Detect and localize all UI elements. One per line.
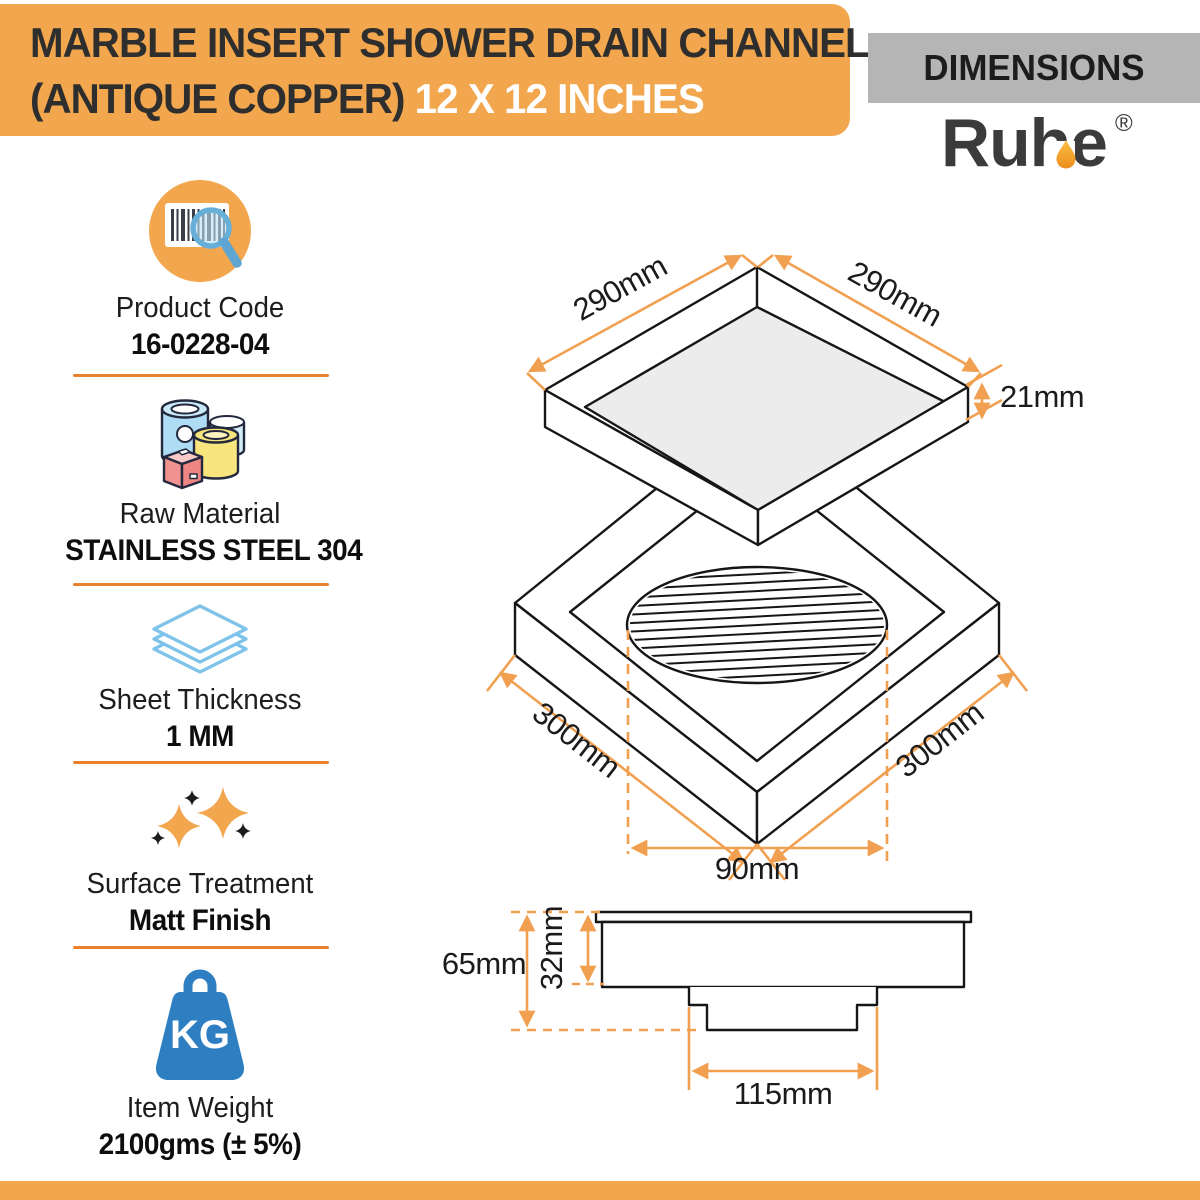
spec-label: Item Weight	[126, 1092, 274, 1124]
title-banner: MARBLE INSERT SHOWER DRAIN CHANNEL (ANTI…	[0, 4, 870, 136]
barcode-search-icon	[55, 176, 345, 284]
section-divider	[73, 374, 329, 377]
water-drop-icon	[1056, 140, 1076, 169]
spec-product-code: Product Code 16-0228-04	[55, 176, 345, 362]
spec-label: Product Code	[115, 292, 285, 324]
brand-logo: Ruhe ®	[935, 103, 1165, 183]
spec-value: 1 MM	[166, 720, 234, 753]
spec-value: 16-0228-04	[130, 328, 270, 361]
spec-label: Surface Treatment	[86, 868, 314, 900]
spec-surface-treatment: Surface Treatment Matt Finish	[55, 784, 345, 938]
section-divider	[73, 946, 329, 949]
spec-label: Raw Material	[119, 498, 281, 530]
registered-mark: ®	[1115, 110, 1133, 137]
dimensions-band: DIMENSIONS	[868, 33, 1200, 103]
drain-grill-hatch	[625, 565, 889, 685]
brand-wordmark: Ruhe	[941, 105, 1107, 181]
product-variant: (ANTIQUE COPPER)	[30, 75, 405, 122]
product-size: 12 X 12 INCHES	[414, 75, 705, 122]
ruhe-logo-graphic: Ruhe ®	[941, 105, 1133, 181]
spec-value: 2100gms (± 5%)	[98, 1128, 302, 1161]
product-title: MARBLE INSERT SHOWER DRAIN CHANNEL (ANTI…	[30, 15, 870, 127]
spec-sheet-thickness: Sheet Thickness 1 MM	[55, 604, 345, 754]
dimension-drawing: 300mm 300mm 90mm 290mm 290mm 21mm	[442, 248, 1085, 1111]
side-profile-view	[594, 910, 973, 1032]
kg-icon-text: KG	[170, 1013, 230, 1057]
stacked-sheets-icon	[55, 604, 345, 676]
tray-rim-height-label: 21mm	[1000, 379, 1084, 414]
section-divider	[73, 761, 329, 764]
footer-accent-bar	[0, 1181, 1200, 1200]
profile-body-height-label: 32mm	[534, 906, 569, 990]
product-title-line2: (ANTIQUE COPPER) 12 X 12 INCHES	[30, 71, 808, 127]
tray-left-width-label: 290mm	[567, 248, 672, 328]
kg-weight-icon: KG	[55, 962, 345, 1084]
spec-item-weight: KG Item Weight 2100gms (± 5%)	[55, 962, 345, 1162]
product-title-line1: MARBLE INSERT SHOWER DRAIN CHANNEL	[30, 19, 870, 66]
spec-value: STAINLESS STEEL 304	[65, 534, 363, 567]
profile-outlet-width-label: 115mm	[734, 1076, 833, 1111]
tray-right-width-label: 290mm	[842, 254, 947, 334]
material-containers-icon	[55, 394, 345, 490]
spec-value: Matt Finish	[128, 904, 272, 937]
spec-raw-material: Raw Material STAINLESS STEEL 304	[55, 394, 363, 568]
dimensions-label: DIMENSIONS	[923, 47, 1145, 88]
sparkles-icon	[55, 784, 345, 860]
profile-dimensions: 65mm 32mm 115mm	[442, 906, 879, 1111]
profile-overall-height-label: 65mm	[442, 946, 526, 981]
section-divider	[73, 583, 329, 586]
drain-width-label: 90mm	[715, 851, 799, 886]
spec-label: Sheet Thickness	[98, 684, 302, 716]
